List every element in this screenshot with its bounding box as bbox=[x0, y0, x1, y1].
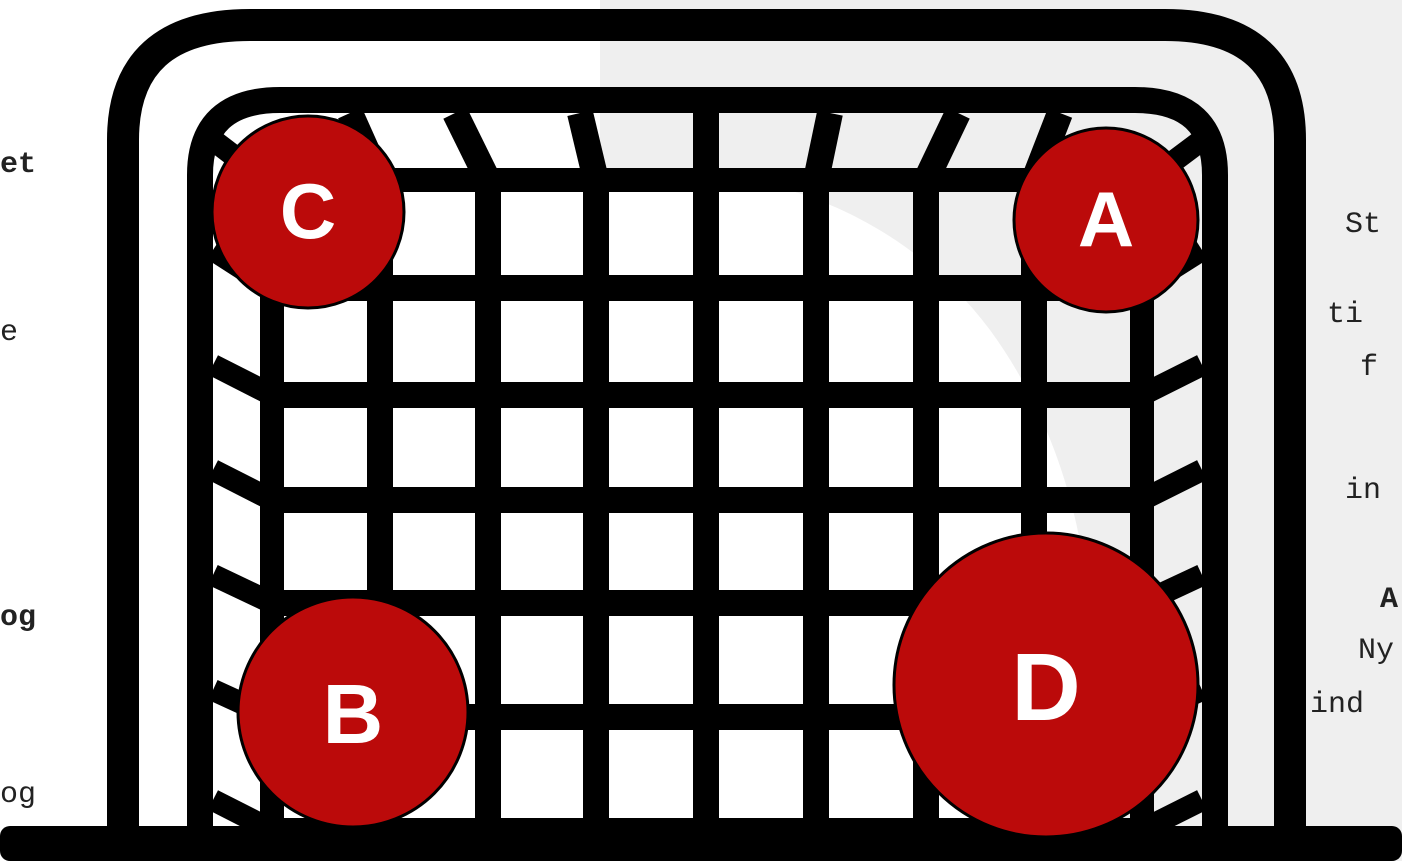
badge-b: B bbox=[238, 597, 468, 827]
badge-d: D bbox=[894, 533, 1198, 837]
badge-b-label: B bbox=[323, 667, 384, 761]
badge-d-label: D bbox=[1011, 634, 1080, 741]
badge-a: A bbox=[1014, 128, 1198, 312]
badge-c: C bbox=[212, 116, 404, 308]
ground-line bbox=[0, 826, 1402, 861]
badge-a-label: A bbox=[1078, 175, 1134, 263]
badge-c-label: C bbox=[280, 167, 336, 255]
